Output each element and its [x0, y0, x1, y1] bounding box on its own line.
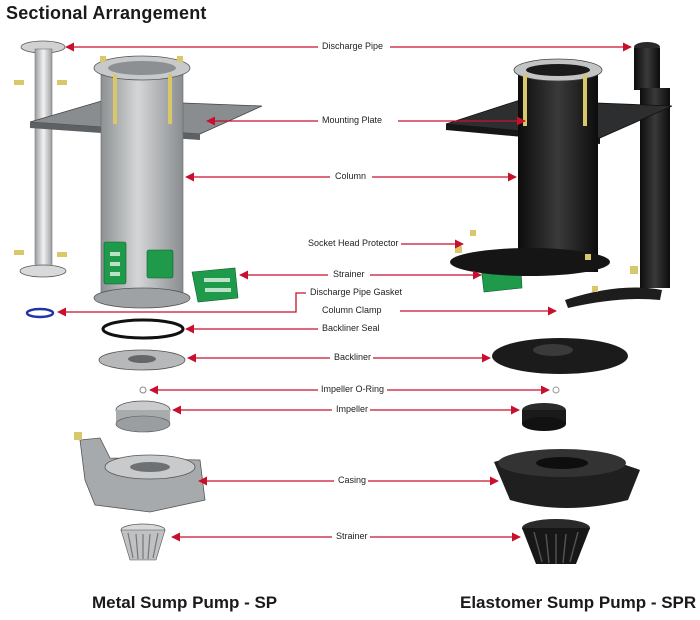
label-column-clamp: Column Clamp — [320, 305, 384, 316]
metal-bottom-strainer — [120, 523, 166, 561]
label-casing: Casing — [336, 475, 369, 486]
label-mounting-plate: Mounting Plate — [320, 115, 385, 126]
callout-arrows — [57, 42, 632, 542]
elastomer-bottom-strainer — [522, 519, 590, 564]
elastomer-column-clamp — [565, 287, 662, 308]
metal-discharge-pipe — [14, 40, 67, 278]
label-backliner-seal: Backliner Seal — [320, 323, 382, 334]
caption-metal-sump-pump: Metal Sump Pump - SP — [92, 593, 278, 612]
label-strainer-top: Strainer — [331, 269, 367, 280]
label-strainer-bottom: Strainer — [334, 531, 370, 542]
elastomer-column — [513, 58, 603, 272]
metal-backliner — [98, 349, 186, 371]
metal-casing — [74, 432, 206, 513]
elastomer-impeller-oring — [552, 386, 560, 394]
metal-impeller-oring — [139, 386, 147, 394]
caption-elastomer-sump-pump: Elastomer Sump Pump - SPR — [460, 593, 697, 612]
metal-impeller — [115, 400, 171, 433]
label-impeller-oring: Impeller O-Ring — [319, 384, 387, 395]
label-impeller: Impeller — [334, 404, 371, 415]
label-backliner: Backliner — [332, 352, 374, 363]
elastomer-column-clamp-base — [450, 248, 610, 276]
label-socket-head-protector: Socket Head Protector — [306, 238, 401, 249]
arrow-discharge-pipe-gasket — [57, 292, 306, 317]
label-discharge-pipe: Discharge Pipe — [320, 41, 386, 52]
metal-column — [93, 55, 191, 309]
label-discharge-pipe-gasket: Discharge Pipe Gasket — [308, 287, 405, 298]
metal-sump-pump — [14, 40, 263, 561]
elastomer-impeller — [522, 403, 566, 431]
elastomer-discharge-pipe — [634, 42, 670, 288]
elastomer-sump-pump — [445, 42, 673, 564]
metal-discharge-gasket — [25, 307, 55, 319]
elastomer-casing — [494, 449, 640, 508]
metal-backliner-seal — [101, 318, 185, 340]
diagram-title: Sectional Arrangement — [6, 3, 207, 23]
elastomer-backliner — [492, 338, 628, 374]
label-column: Column — [333, 171, 369, 182]
